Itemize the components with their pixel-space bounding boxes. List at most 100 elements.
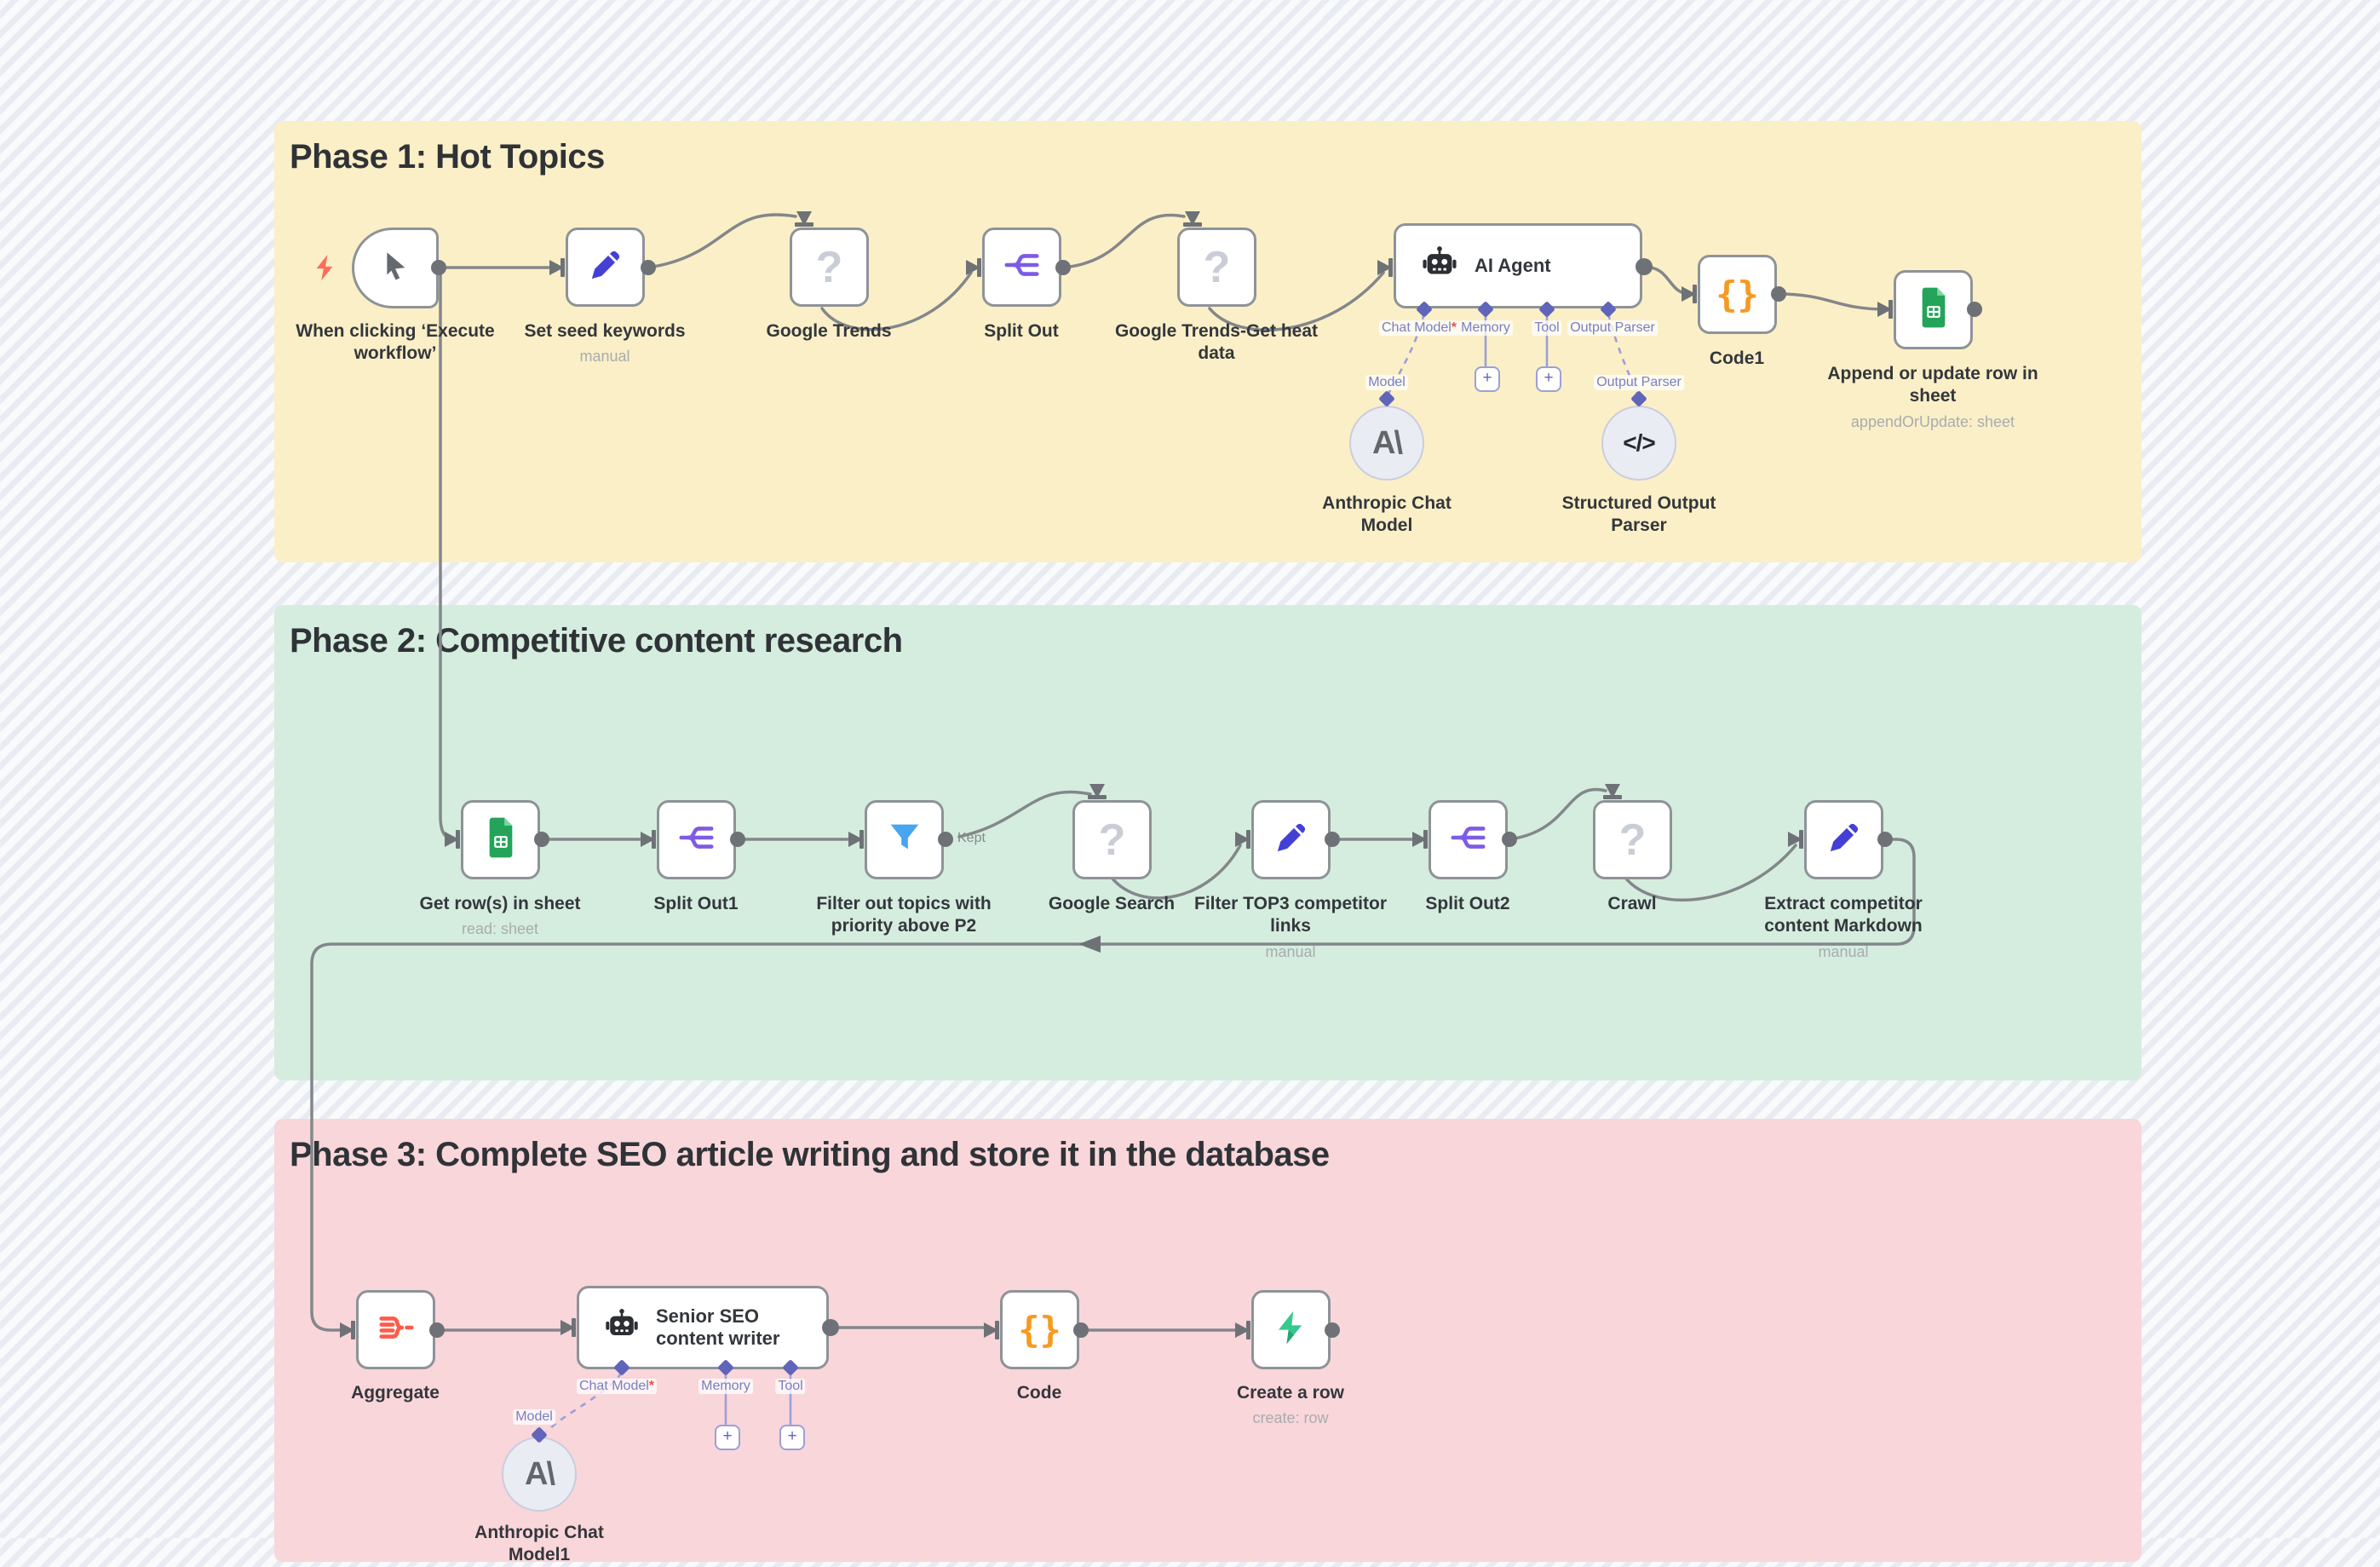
node-split-out1[interactable]: [657, 800, 736, 879]
wire-googlesearch-filtertop3: [1110, 844, 1242, 900]
node-structured-output-parser[interactable]: </>: [1601, 406, 1676, 481]
execute-bolt-icon: [312, 253, 337, 286]
sheets-icon: [484, 816, 518, 863]
wire-googletrends-splitout: [820, 271, 973, 331]
node-anthropic-chat-model1[interactable]: A\: [502, 1437, 577, 1512]
node-code1[interactable]: {}: [1698, 255, 1777, 334]
node-label-split-out1: Split Out1: [653, 894, 739, 913]
wire-code1-append: [1777, 292, 1888, 311]
node-label-google-trends: Google Trends: [766, 321, 892, 341]
node-label-append-sheet: Append or update row in sheet appendOrUp…: [1827, 364, 2038, 430]
node-label-trigger: When clicking ‘Execute workflow’: [296, 321, 495, 364]
node-label-aggregate: Aggregate: [351, 1383, 440, 1403]
aggregate-icon: [377, 1308, 416, 1351]
question-icon: ?: [1203, 242, 1231, 292]
port-label-model: Model: [1365, 375, 1408, 390]
braces-icon: {}: [1716, 274, 1759, 315]
node-label-anthropic1: Anthropic Chat Model1: [474, 1523, 604, 1565]
wire-gtheat-aiagent: [1208, 271, 1385, 331]
node-split-out2[interactable]: [1429, 800, 1508, 879]
pencil-icon: [1825, 819, 1863, 861]
pencil-icon: [587, 246, 624, 288]
ai-agent-label: AI Agent: [1475, 254, 1551, 276]
output-branch-label-kept: Kept: [957, 831, 986, 845]
wire-setseed-googletrends: [647, 213, 797, 269]
wire-splitout2-crawl: [1508, 787, 1607, 841]
node-senior-writer[interactable]: Senior SEO content writer: [577, 1286, 829, 1369]
node-filter-top3[interactable]: [1251, 800, 1331, 879]
node-label-google-search: Google Search: [1048, 894, 1176, 913]
robot-icon: [1420, 245, 1459, 288]
wire-filterp2-googlesearch: [957, 790, 1092, 838]
senior-writer-label: Senior SEO content writer: [656, 1305, 780, 1349]
question-icon: ?: [815, 242, 843, 292]
node-aggregate[interactable]: [356, 1290, 435, 1369]
node-crawl[interactable]: ?: [1593, 800, 1672, 879]
node-append-sheet[interactable]: [1894, 270, 1973, 349]
node-anthropic-chat-model[interactable]: A\: [1349, 406, 1424, 481]
node-google-search[interactable]: ?: [1072, 800, 1152, 879]
braces-icon: {}: [1018, 1309, 1061, 1351]
node-label-crawl: Crawl: [1607, 894, 1657, 913]
port-label-chat-model-3: Chat Model*: [576, 1379, 658, 1394]
phase1-section: Phase 1: Hot Topics: [274, 121, 2141, 562]
node-extract-markdown[interactable]: [1804, 800, 1883, 879]
port-label-chat-model: Chat Model*: [1378, 320, 1460, 336]
split-icon: [1003, 245, 1042, 289]
question-icon: ?: [1618, 815, 1647, 865]
cursor-icon: [377, 248, 413, 288]
code-tag-icon: </>: [1623, 429, 1655, 456]
node-google-trends[interactable]: ?: [790, 228, 869, 307]
port-label-tool: Tool: [1532, 320, 1562, 336]
port-label-tool-3: Tool: [775, 1379, 806, 1394]
question-icon: ?: [1098, 815, 1126, 865]
bolt-icon: [1273, 1309, 1310, 1351]
node-create-row[interactable]: [1251, 1290, 1331, 1369]
port-label-memory-3: Memory: [698, 1379, 753, 1394]
wire-splitout-gtheat: [1061, 213, 1186, 269]
node-ai-agent[interactable]: AI Agent: [1394, 223, 1642, 308]
robot-icon: [603, 1307, 641, 1349]
node-gt-heat[interactable]: ?: [1177, 228, 1256, 307]
port-label-output-parser-2: Output Parser: [1594, 375, 1684, 390]
node-label-set-seed: Set seed keywords manual: [524, 321, 686, 366]
dashed-chatmodel-anthropic: [1387, 313, 1426, 395]
node-label-code1: Code1: [1709, 349, 1765, 368]
node-label-split-out: Split Out: [984, 321, 1059, 341]
pencil-icon: [1273, 819, 1310, 861]
node-label-structured-parser: Structured Output Parser: [1561, 493, 1716, 536]
phase2-title: Phase 2: Competitive content research: [290, 622, 903, 660]
node-filter-p2[interactable]: [865, 800, 944, 879]
add-memory-button[interactable]: +: [1475, 366, 1500, 392]
node-label-anthropic: Anthropic Chat Model: [1322, 493, 1452, 536]
sheets-icon: [1917, 286, 1951, 333]
add-memory-button-3[interactable]: +: [715, 1425, 740, 1450]
node-label-filter-p2: Filter out topics with priority above P2: [816, 894, 992, 936]
add-tool-button-3[interactable]: +: [779, 1425, 805, 1450]
node-label-code: Code: [1016, 1383, 1062, 1403]
port-label-model-3: Model: [513, 1409, 555, 1425]
node-label-filter-top3: Filter TOP3 competitor links manual: [1194, 894, 1387, 960]
phase3-title: Phase 3: Complete SEO article writing an…: [290, 1136, 1330, 1173]
node-get-rows[interactable]: [461, 800, 540, 879]
node-code[interactable]: {}: [1000, 1290, 1079, 1369]
dashed-chatmodel-anthropic1: [546, 1372, 624, 1432]
wire-crawl-extract: [1624, 844, 1797, 902]
node-label-split-out2: Split Out2: [1425, 894, 1510, 913]
node-label-gt-heat: Google Trends-Get heat data: [1114, 321, 1319, 364]
phase1-title: Phase 1: Hot Topics: [290, 138, 605, 176]
anthropic-icon: A\: [525, 1455, 555, 1492]
wire-extract-aggregate: [310, 838, 1916, 1332]
node-manual-trigger[interactable]: [352, 228, 439, 308]
node-set-seed-keywords[interactable]: [566, 228, 645, 307]
node-split-out[interactable]: [982, 228, 1061, 307]
node-label-create-row: Create a row create: row: [1236, 1383, 1345, 1427]
node-label-get-rows: Get row(s) in sheet read: sheet: [419, 894, 581, 938]
anthropic-icon: A\: [1372, 424, 1403, 461]
port-label-memory: Memory: [1458, 320, 1513, 336]
add-tool-button[interactable]: +: [1536, 366, 1561, 392]
port-label-output-parser: Output Parser: [1567, 320, 1658, 336]
